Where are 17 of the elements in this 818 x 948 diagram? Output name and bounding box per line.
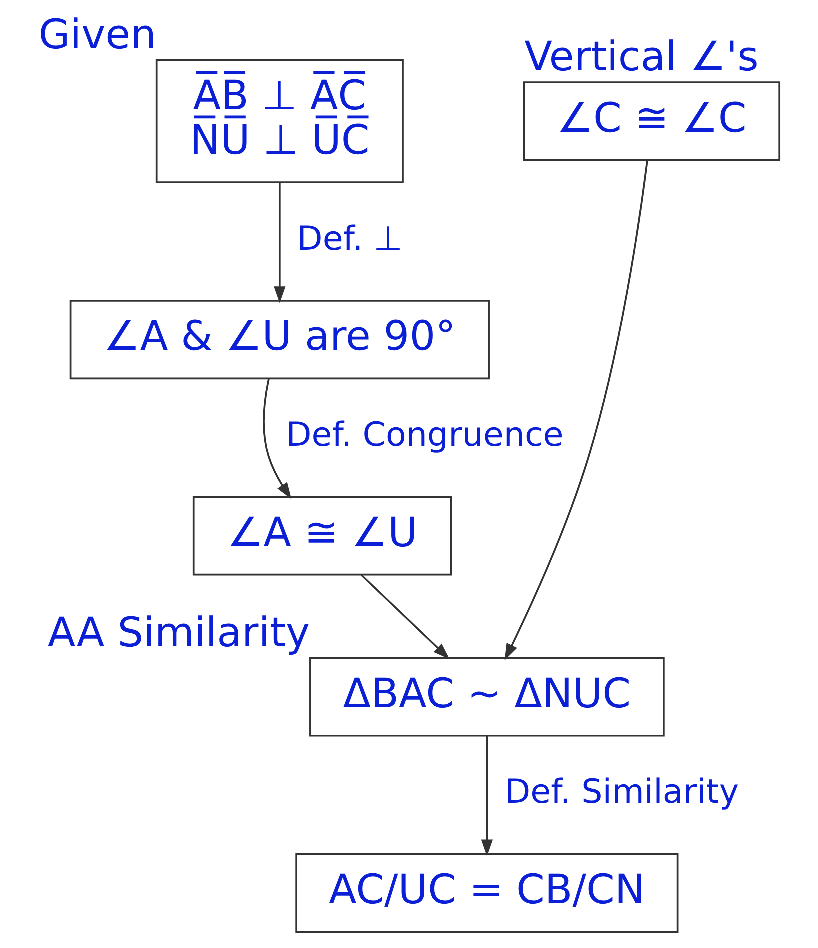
arrow — [274, 182, 286, 304]
arrow — [263, 378, 292, 500]
arrow — [360, 574, 450, 660]
edge-label: Def. Congruence — [286, 415, 564, 454]
node-box: AC/UC = CB/CN — [296, 853, 679, 933]
arrow — [481, 736, 494, 856]
node-box: ΔBAC ~ ΔNUC — [310, 657, 665, 737]
edge-label: Def. ⊥ — [297, 218, 403, 258]
node-label: AA Similarity — [48, 608, 310, 656]
node-box: ∠A & ∠U are 90° — [70, 300, 490, 380]
arrow — [504, 160, 648, 661]
node-box: ∠A ≅ ∠U — [192, 496, 452, 576]
edge-label: Def. Similarity — [505, 772, 740, 812]
node-label: Vertical ∠'s — [524, 32, 759, 81]
node-label: Given — [38, 10, 157, 59]
node-box: A̅B̅ ⊥ A̅C̅ N̅U̅ ⊥ U̅C̅ — [156, 59, 404, 184]
node-box: ∠C ≅ ∠C — [523, 82, 781, 162]
